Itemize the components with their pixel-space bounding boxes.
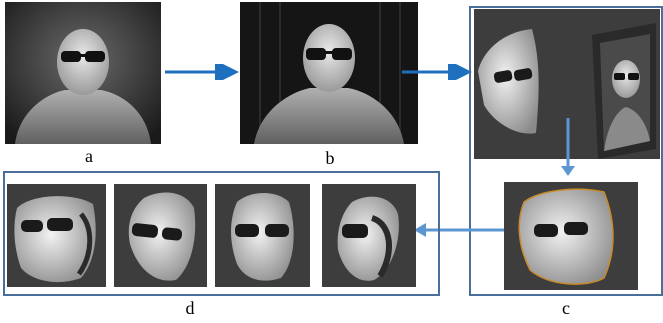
thermal-image-b xyxy=(240,2,418,144)
render-view-1 xyxy=(7,184,106,287)
label-c: c xyxy=(562,298,570,318)
label-a: a xyxy=(85,146,93,166)
render-view-4 xyxy=(322,184,416,287)
render-3d-mask-with-image xyxy=(474,9,660,159)
render-view-3 xyxy=(215,184,310,287)
render-3d-mask-outlined xyxy=(504,182,638,290)
group-c-frame xyxy=(469,6,663,296)
arrow-b-to-c xyxy=(402,64,472,80)
thermal-image-a xyxy=(5,2,161,144)
render-view-2 xyxy=(114,184,207,287)
arrow-c-down xyxy=(561,118,575,176)
label-d: d xyxy=(185,298,195,318)
group-d-frame xyxy=(3,171,440,296)
label-b: b xyxy=(325,148,335,168)
arrow-a-to-b xyxy=(165,64,239,80)
